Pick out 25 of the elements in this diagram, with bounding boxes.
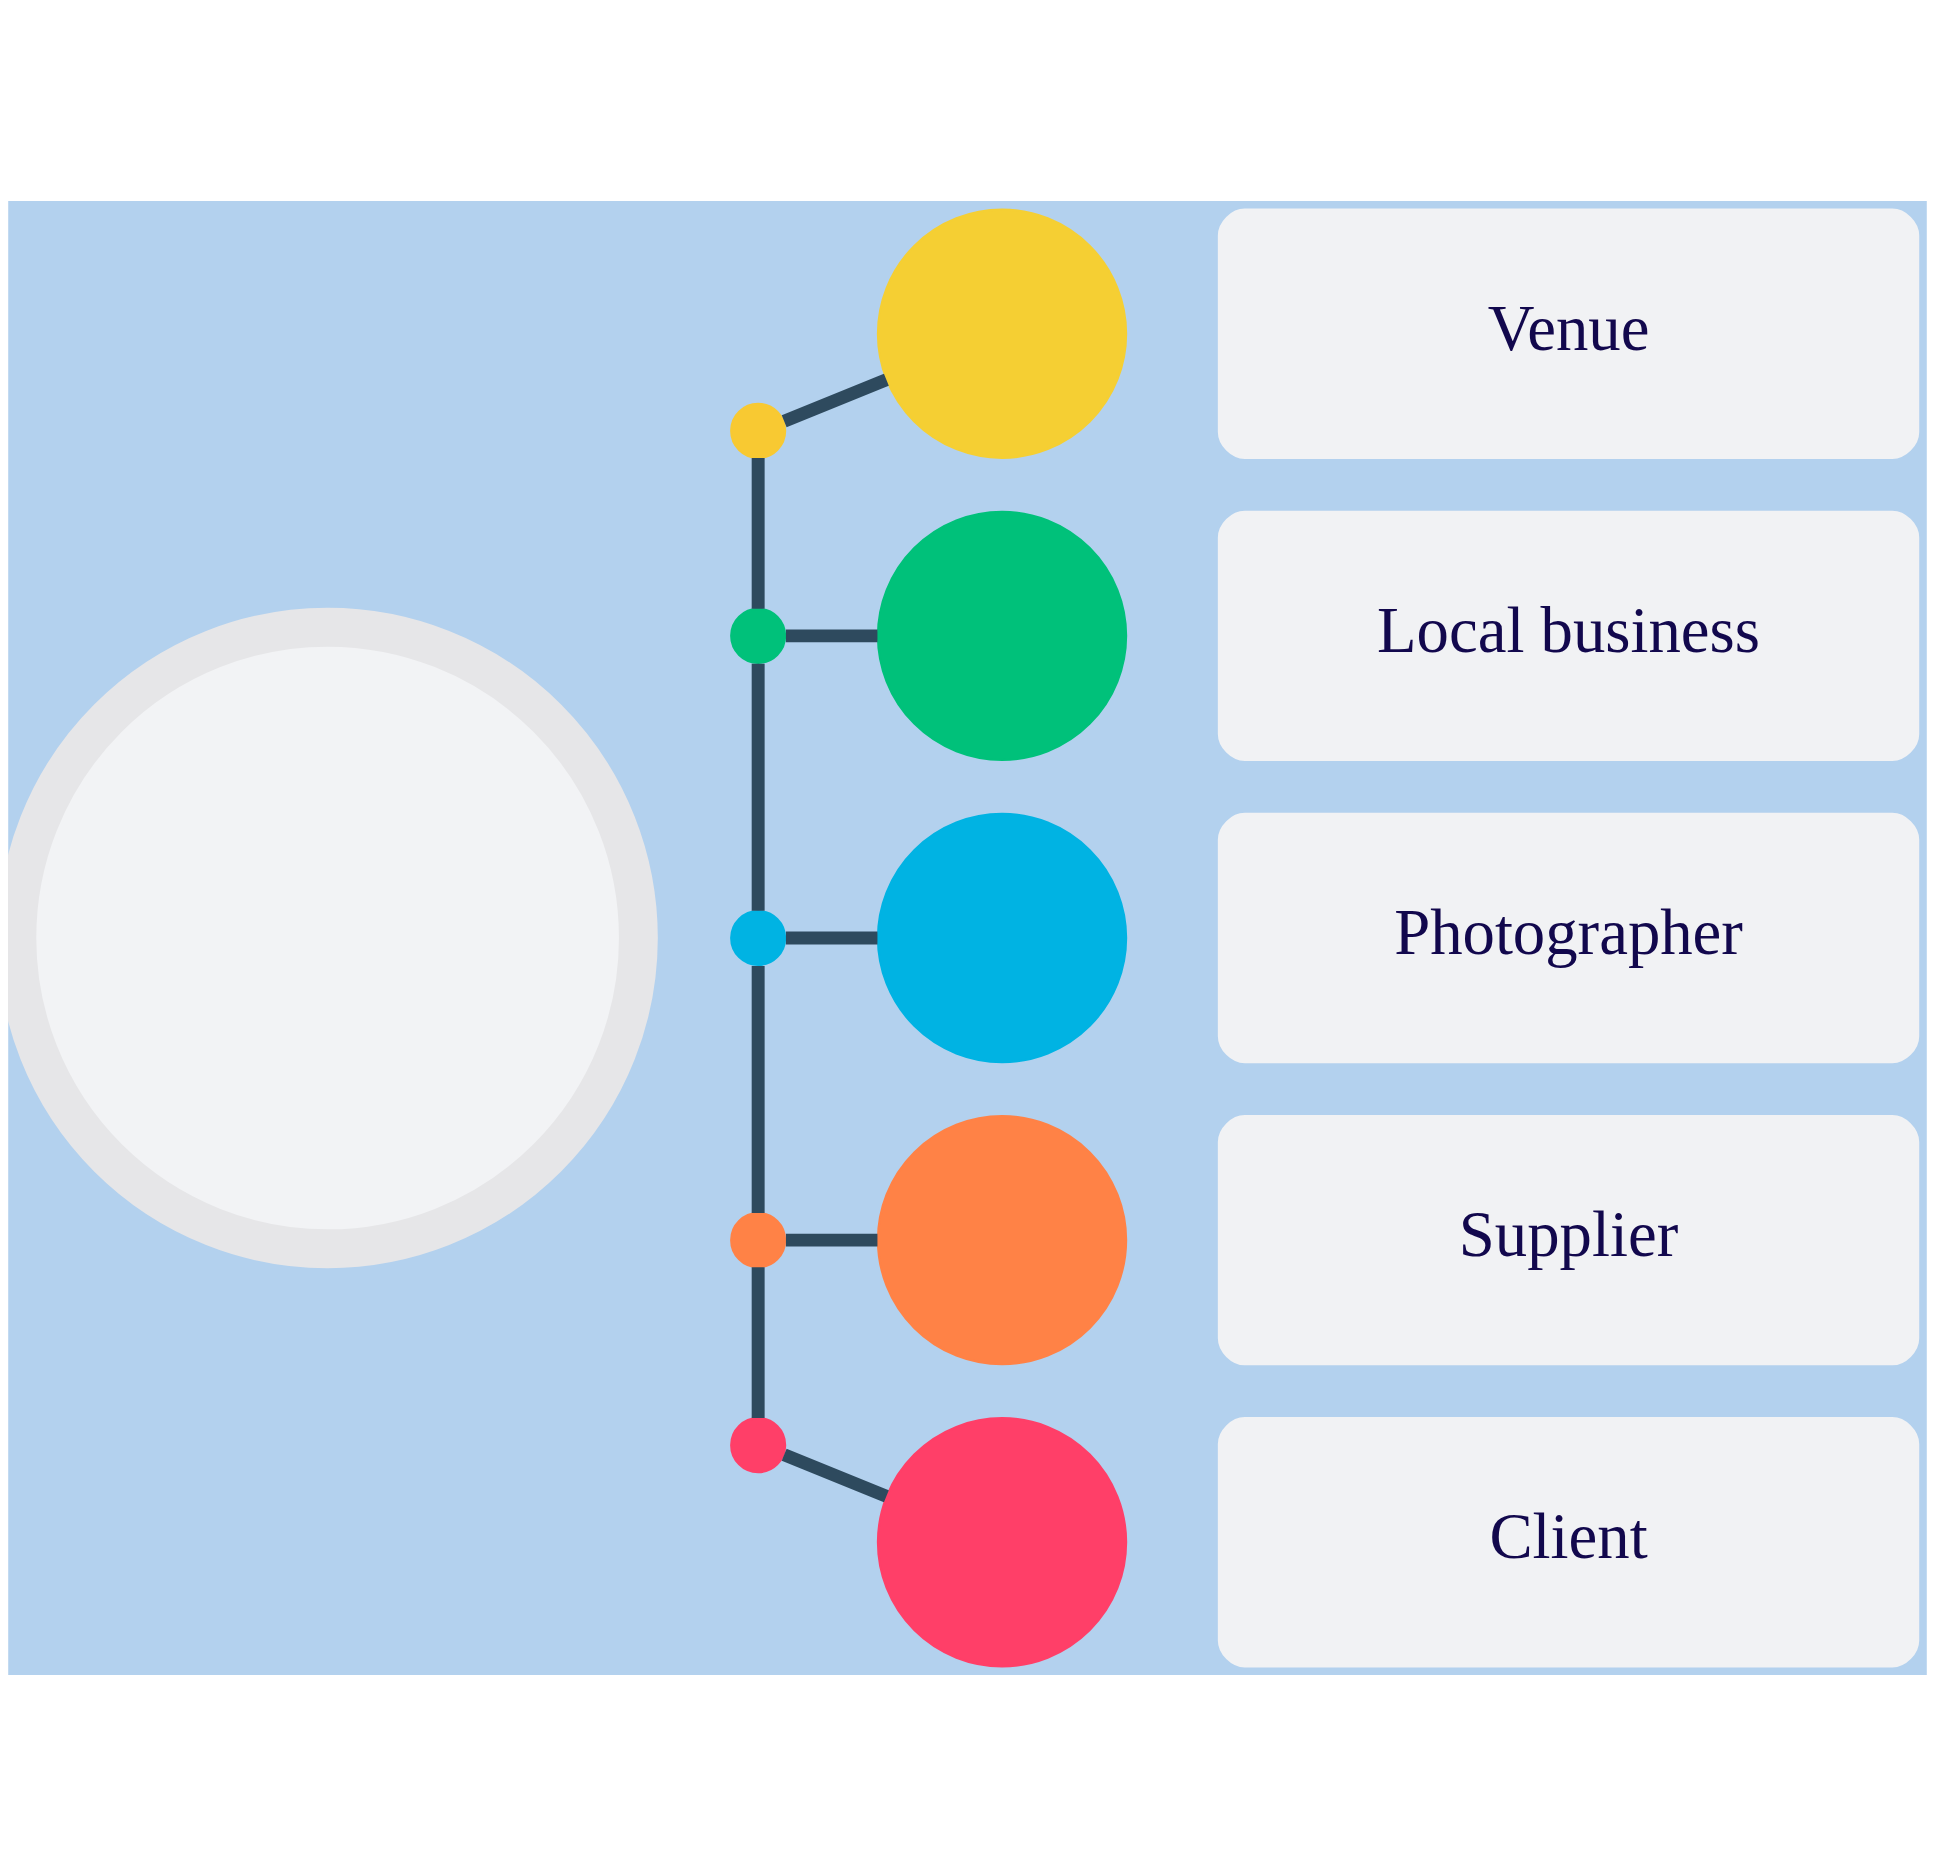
connector bbox=[751, 1266, 765, 1418]
connector bbox=[751, 457, 765, 609]
connector bbox=[785, 931, 878, 944]
node-box: Photographer bbox=[1217, 812, 1920, 1063]
node-circle bbox=[876, 1416, 1128, 1667]
connector bbox=[751, 663, 765, 911]
connector bbox=[751, 965, 765, 1213]
node-box: Supplier bbox=[1217, 1114, 1920, 1365]
node-circle bbox=[876, 1114, 1128, 1365]
node-circle bbox=[730, 909, 787, 966]
node-circle bbox=[876, 812, 1128, 1063]
node-box: Client bbox=[1217, 1416, 1920, 1667]
connector bbox=[785, 628, 878, 642]
connector bbox=[781, 1448, 889, 1502]
node-circle bbox=[8, 607, 658, 1268]
node-box: Venue bbox=[1217, 208, 1920, 459]
node-circle bbox=[730, 402, 787, 459]
connector bbox=[781, 373, 889, 427]
node-circle bbox=[730, 1416, 787, 1473]
node-circle bbox=[730, 1211, 787, 1268]
node-circle bbox=[876, 208, 1128, 459]
node-circle bbox=[730, 607, 787, 664]
connector bbox=[785, 1233, 878, 1247]
node-circle bbox=[876, 510, 1128, 761]
node-box: Local business bbox=[1217, 510, 1920, 761]
